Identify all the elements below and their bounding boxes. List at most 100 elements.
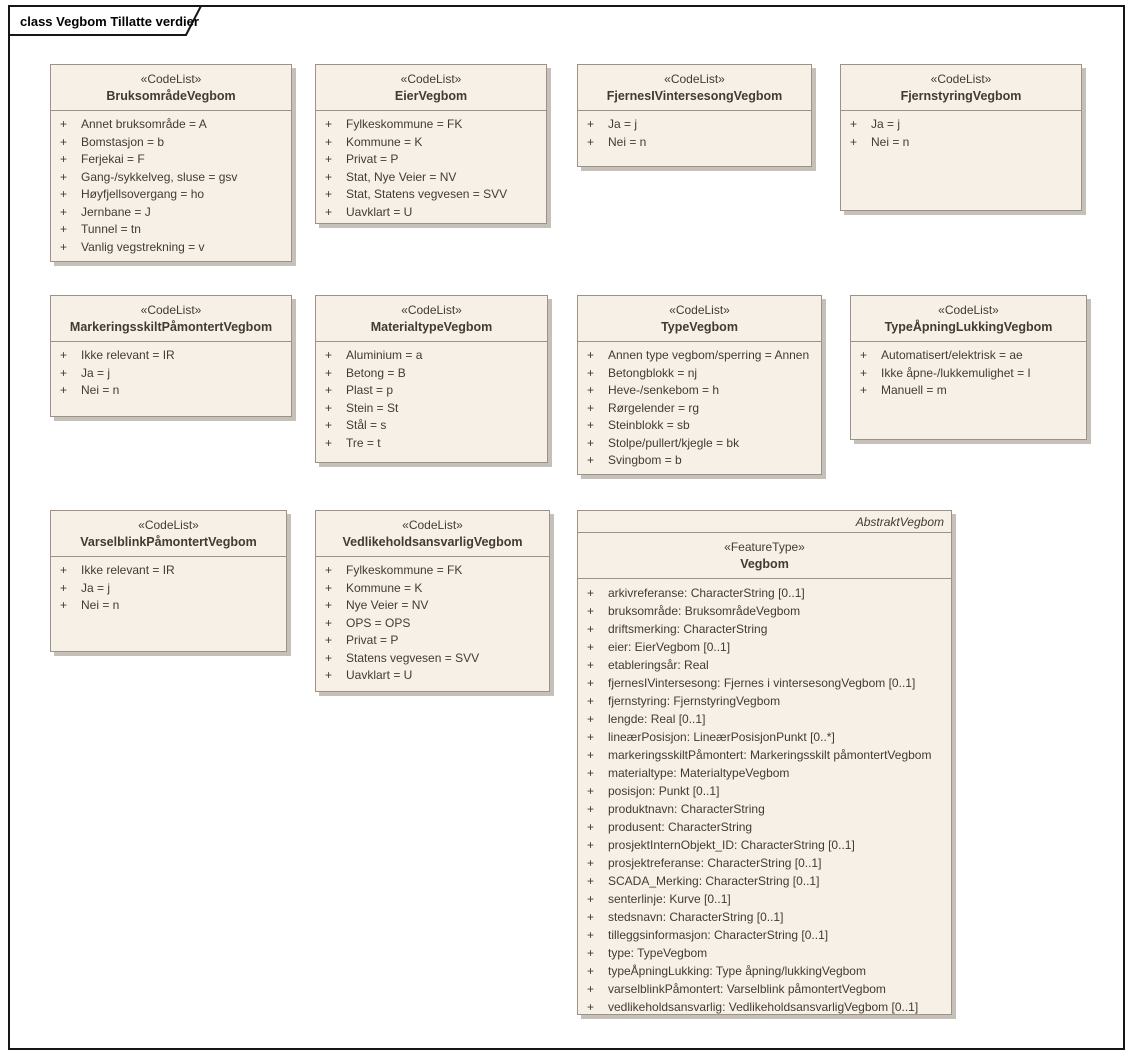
attribute-text: Bomstasjon = b [81,134,165,149]
attribute-text: etableringsår: Real [608,658,709,672]
attribute-text: Ja = j [81,580,111,595]
diagram-title: class Vegbom Tillatte verdier [20,14,199,29]
visibility-public-symbol: + [587,946,595,960]
class-header: «CodeList» FjernstyringVegbom [841,65,1081,111]
abstract-parent-label: AbstraktVegbom [578,511,951,533]
attribute-row: + Privat = P [316,151,546,169]
visibility-public-symbol: + [587,117,595,131]
class-box-varselblinkpamontertvegbom[interactable]: «CodeList» VarselblinkPåmontertVegbom +I… [50,510,287,652]
visibility-public-symbol: + [587,856,595,870]
attribute-row: +Betong = B [316,365,547,383]
class-box-fjernstyringvegbom[interactable]: «CodeList» FjernstyringVegbom +Ja = j+Ne… [840,64,1082,211]
attribute-row: +Jernbane = J [51,204,291,222]
class-box-materialtypevegbom[interactable]: «CodeList» MaterialtypeVegbom +Aluminium… [315,295,548,463]
attribute-text: Automatisert/elektrisk = ae [881,348,1023,362]
class-name: BruksområdeVegbom [106,89,236,103]
attribute-row: +Tunnel = tn [51,221,291,239]
attribute-text: varselblinkPåmontert: Varselblink påmont… [608,982,886,996]
attribute-text: Stein = St [346,400,399,415]
attribute-list: +Ikke relevant = IR+Ja = j+Nei = n [51,557,286,615]
visibility-public-symbol: + [325,580,333,595]
attribute-text: Betong = B [346,365,406,380]
class-header: «CodeList» MarkeringsskiltPåmontertVegbo… [51,296,291,342]
attribute-row: + posisjon: Punkt [0..1] [578,782,951,800]
visibility-public-symbol: + [850,134,858,149]
class-box-typeapninglukkingvegbom[interactable]: «CodeList» TypeÅpningLukkingVegbom +Auto… [850,295,1087,440]
class-name: TypeÅpningLukkingVegbom [884,320,1053,334]
class-box-vegbom[interactable]: AbstraktVegbom «FeatureType» Vegbom +ark… [577,510,952,1015]
attribute-row: +prosjektreferanse: CharacterString [0..… [578,854,951,872]
attribute-row: +Ferjekai = F [51,151,291,169]
visibility-public-symbol: + [850,117,858,131]
attribute-text: Privat = P [346,152,399,166]
attribute-row: +Fylkeskommune = FK [316,116,546,134]
class-box-bruksomradevegbom[interactable]: «CodeList» BruksområdeVegbom +Annet bruk… [50,64,292,262]
attribute-row: +Rørgelender = rg [578,400,821,418]
attribute-row: + varselblinkPåmontert: Varselblink påmon… [578,980,951,998]
class-name: VarselblinkPåmontertVegbom [80,535,257,549]
visibility-public-symbol: + [325,650,333,665]
attribute-text: vedlikeholdsansvarlig: Vedlikeholdsansva… [608,1000,919,1014]
tab-shape [8,5,203,36]
attribute-list: +Ja = j+Nei = n [578,111,811,151]
visibility-public-symbol: + [325,383,333,397]
attribute-row: +Stat, Statens vegvesen = SVV [316,186,546,204]
attribute-text: Betongblokk = nj [608,365,698,380]
visibility-public-symbol: + [60,204,68,219]
visibility-public-symbol: + [587,784,595,798]
attribute-text: prosjektInternObjekt_ID: CharacterString… [608,838,855,852]
attribute-text: bruksområde: BruksområdeVegbom [608,604,801,618]
attribute-row: +Automatisert/elektrisk = ae [851,347,1086,365]
class-box-fjernesivintersesongvegbom[interactable]: «CodeList» FjernesIVintersesongVegbom +J… [577,64,812,167]
attribute-text: arkivreferanse: CharacterString [0..1] [608,586,805,600]
attribute-row: +Plast = p [316,382,547,400]
attribute-row: +Ja = j [51,365,291,383]
class-box-typevegbom[interactable]: «CodeList» TypeVegbom +Annen type vegbom… [577,295,822,475]
attribute-row: +Kommune = K [316,580,549,598]
visibility-public-symbol: + [325,152,333,166]
attribute-text: Svingbom = b [608,453,682,467]
class-header: «CodeList» TypeVegbom [578,296,821,342]
attribute-row: +Gang-/sykkelveg, sluse = gsv [51,169,291,187]
attribute-list: +Annet bruksområde = A+Bomstasjon = b+Fe… [51,111,291,256]
stereotype-label: «CodeList» [140,303,202,317]
visibility-public-symbol: + [325,348,333,362]
class-name: FjernesIVintersesongVegbom [606,89,783,103]
attribute-text: OPS = OPS [346,615,411,630]
attribute-text: Uavklart = U [346,668,413,682]
attribute-text: Nei = n [608,134,647,149]
class-box-vedlikeholdsansvarligvegbom[interactable]: «CodeList» VedlikeholdsansvarligVegbom +… [315,510,550,692]
attribute-row: +Ja = j [841,116,1081,134]
class-header: «CodeList» TypeÅpningLukkingVegbom [851,296,1086,342]
visibility-public-symbol: + [60,117,68,131]
attribute-text: Ikke relevant = IR [81,348,175,362]
attribute-text: Gang-/sykkelveg, sluse = gsv [81,169,238,184]
attribute-text: Høyfjellsovergang = ho [81,187,205,201]
attribute-text: produsent: CharacterString [608,820,753,834]
attribute-row: +fjernstyring: FjernstyringVegbom [578,692,951,710]
class-box-eiervegbom[interactable]: «CodeList» EierVegbom +Fylkeskommune = F… [315,64,547,224]
attribute-row: +Nei = n [51,597,286,615]
attribute-text: posisjon: Punkt [0..1] [608,784,720,798]
attribute-row: +Privat = P [316,632,549,650]
attribute-row: +SCADA_Merking: CharacterString [0..1] [578,872,951,890]
class-name: MarkeringsskiltPåmontertVegbom [69,320,273,334]
class-header: «CodeList» FjernesIVintersesongVegbom [578,65,811,111]
visibility-public-symbol: + [587,453,595,467]
visibility-public-symbol: + [587,640,595,654]
attribute-row: +Stat, Nye Veier = NV [316,169,546,187]
class-name: VedlikeholdsansvarligVegbom [342,535,523,549]
visibility-public-symbol: + [325,615,333,630]
attribute-row: +prosjektInternObjekt_ID: CharacterStrin… [578,836,951,854]
visibility-public-symbol: + [325,204,333,219]
attribute-row: +Vanlig vegstrekning = v [51,239,291,257]
class-box-markeringsskiltpamontertvegbom[interactable]: «CodeList» MarkeringsskiltPåmontertVegbo… [50,295,292,417]
attribute-text: lineærPosisjon: LineærPosisjonPunkt [0..… [608,730,835,744]
attribute-text: driftsmerking: CharacterString [608,622,768,636]
attribute-row: +Statens vegvesen = SVV [316,650,549,668]
visibility-public-symbol: + [587,348,595,362]
visibility-public-symbol: + [587,982,595,996]
visibility-public-symbol: + [325,435,333,450]
attribute-row: +Heve-/senkebom = h [578,382,821,400]
